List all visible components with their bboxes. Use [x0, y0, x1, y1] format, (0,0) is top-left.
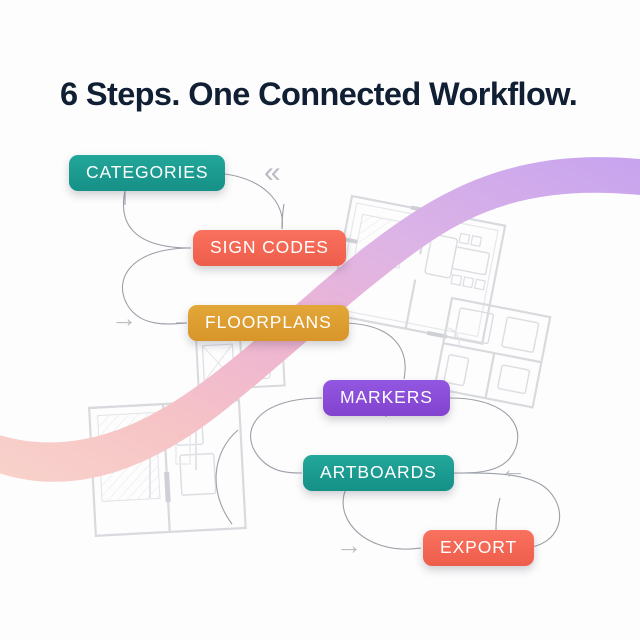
step-label: CATEGORIES [86, 162, 209, 183]
chevron-double-left-icon: « [264, 156, 281, 189]
step-label: ARTBOARDS [320, 462, 437, 483]
step-label: FLOORPLANS [205, 312, 332, 333]
step-pill-export[interactable]: EXPORT [423, 530, 535, 566]
arrow-right-icon: → [111, 303, 137, 333]
step-label: EXPORT [440, 537, 518, 558]
step-pill-markers[interactable]: MARKERS [323, 380, 450, 416]
arrow-right-icon: → [336, 530, 362, 560]
step-label: MARKERS [340, 387, 433, 408]
page-title: 6 Steps. One Connected Workflow. [60, 76, 578, 112]
step-pill-categories[interactable]: CATEGORIES [69, 155, 226, 191]
step-pill-sign-codes[interactable]: SIGN CODES [193, 230, 346, 266]
arrow-left-icon: ← [500, 454, 526, 484]
step-label: SIGN CODES [210, 237, 329, 258]
step-pill-artboards[interactable]: ARTBOARDS [303, 455, 454, 491]
step-pill-floorplans[interactable]: FLOORPLANS [188, 305, 349, 341]
